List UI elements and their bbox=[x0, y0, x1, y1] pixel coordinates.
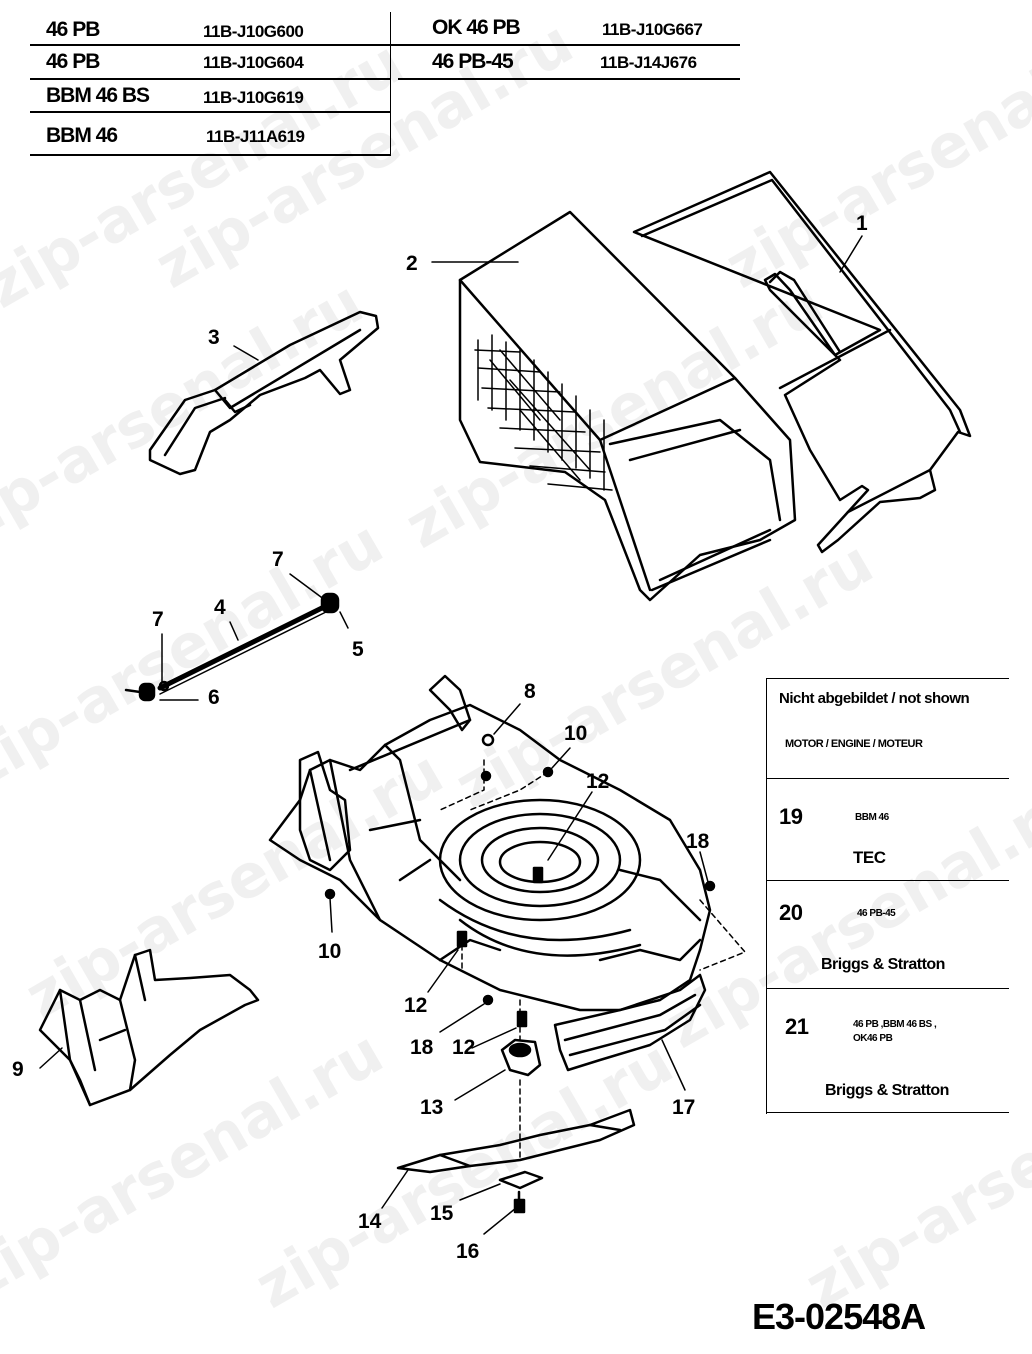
part-label-12: 12 bbox=[586, 770, 610, 793]
model-name: 46 PB-45 bbox=[432, 50, 514, 73]
table-rule bbox=[398, 78, 740, 80]
model-name: BBM 46 BS bbox=[46, 84, 150, 107]
engine-item-model: 46 PB-45 bbox=[857, 908, 896, 919]
part-label-14: 14 bbox=[358, 1210, 382, 1233]
part-label-1: 1 bbox=[856, 212, 868, 235]
part-label-13: 13 bbox=[420, 1096, 444, 1119]
part-label-7: 7 bbox=[152, 608, 164, 631]
engine-item-brand: Briggs & Stratton bbox=[825, 1082, 949, 1099]
model-code: 11B-J10G619 bbox=[203, 88, 304, 107]
blade-adapter bbox=[500, 1038, 542, 1077]
model-code: 11B-J10G604 bbox=[203, 53, 304, 72]
part-label-18: 18 bbox=[686, 830, 710, 853]
model-code: 11B-J14J676 bbox=[600, 53, 697, 72]
part-label-16: 16 bbox=[456, 1240, 480, 1263]
part-label-7: 7 bbox=[272, 548, 284, 571]
part-label-10: 10 bbox=[318, 940, 342, 963]
model-code: 11B-J10G600 bbox=[203, 22, 304, 41]
engine-item-model: 46 PB ,BBM 46 BS , OK46 PB bbox=[853, 1019, 937, 1044]
part-label-5: 5 bbox=[352, 638, 364, 661]
table-rule bbox=[30, 44, 740, 46]
not-shown-title: Nicht abgebildet / not shown bbox=[779, 690, 970, 707]
blade-washer bbox=[498, 1170, 544, 1190]
model-code: 11B-J10G667 bbox=[602, 20, 703, 39]
fasteners bbox=[324, 733, 716, 1028]
model-code: 11B-J11A619 bbox=[206, 127, 305, 146]
part-label-17: 17 bbox=[672, 1096, 696, 1119]
part-label-15: 15 bbox=[430, 1202, 454, 1225]
rear-guard bbox=[38, 948, 260, 1107]
table-rule bbox=[30, 111, 390, 113]
not-shown-table: Nicht abgebildet / not shown MOTOR / ENG… bbox=[766, 678, 1009, 1114]
table-rule bbox=[30, 78, 390, 80]
engine-item-number: 19 bbox=[779, 804, 803, 829]
part-label-4: 4 bbox=[214, 596, 226, 619]
engine-item-brand: Briggs & Stratton bbox=[821, 956, 945, 973]
model-name: 46 PB bbox=[46, 18, 100, 41]
table-divider bbox=[390, 12, 391, 156]
leader-lines bbox=[39, 235, 863, 1235]
table-rule bbox=[767, 988, 1009, 989]
part-label-12: 12 bbox=[452, 1036, 476, 1059]
engine-item-number: 21 bbox=[785, 1014, 809, 1039]
part-label-12: 12 bbox=[404, 994, 428, 1017]
part-label-9: 9 bbox=[12, 1058, 24, 1081]
part-label-6: 6 bbox=[208, 686, 220, 709]
part-label-18: 18 bbox=[410, 1036, 434, 1059]
grass-bag bbox=[458, 210, 797, 602]
part-label-8: 8 bbox=[524, 680, 536, 703]
model-name: BBM 46 bbox=[46, 124, 118, 147]
engine-item-number: 20 bbox=[779, 900, 803, 925]
table-rule bbox=[767, 880, 1009, 881]
model-name: 46 PB bbox=[46, 50, 100, 73]
rear-axle bbox=[124, 592, 340, 702]
engine-item-brand: TEC bbox=[853, 848, 886, 867]
part-label-3: 3 bbox=[208, 326, 220, 349]
blade-bolt bbox=[513, 1190, 526, 1214]
table-rule bbox=[767, 778, 1009, 779]
table-rule bbox=[30, 154, 390, 156]
cutting-blade bbox=[396, 1108, 636, 1174]
deck-baffle bbox=[553, 973, 707, 1072]
mower-deck bbox=[268, 674, 746, 1161]
part-label-2: 2 bbox=[406, 252, 418, 275]
discharge-flap bbox=[148, 310, 380, 476]
model-name: OK 46 PB bbox=[432, 16, 521, 39]
table-rule bbox=[767, 1112, 1009, 1113]
engine-item-model: BBM 46 bbox=[855, 812, 889, 823]
drawing-code: E3-02548A bbox=[752, 1296, 926, 1337]
not-shown-subtitle: MOTOR / ENGINE / MOTEUR bbox=[785, 738, 923, 750]
part-label-10: 10 bbox=[564, 722, 588, 745]
catcher-frame bbox=[632, 170, 972, 554]
table-rule bbox=[767, 678, 1009, 679]
